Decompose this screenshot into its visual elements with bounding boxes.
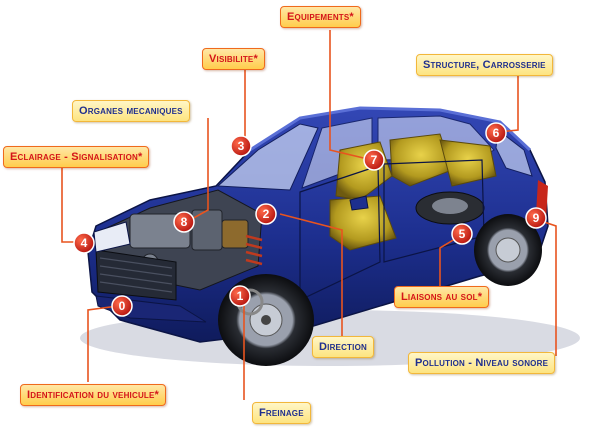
- label-structure-carrosserie: Structure, Carrosserie: [416, 54, 553, 76]
- svg-text:1: 1: [237, 289, 244, 303]
- badge-8: 8: [173, 211, 195, 233]
- label-eclairage-signalisation: Eclairage - Signalisation*: [3, 146, 150, 168]
- badge-0: 0: [111, 295, 133, 317]
- side-mirror: [349, 195, 369, 211]
- rear-window: [495, 129, 533, 177]
- suspension-spring: [245, 234, 263, 266]
- headlight: [93, 221, 131, 253]
- label-direction: Direction: [312, 336, 374, 358]
- badge-9: 9: [525, 207, 547, 229]
- label-liaisons-au-sol: Liaisons au sol*: [394, 286, 490, 308]
- badge-5: 5: [451, 223, 473, 245]
- svg-text:3: 3: [238, 139, 245, 153]
- svg-text:0: 0: [119, 299, 126, 313]
- badge-3: 3: [230, 135, 252, 157]
- label-equipements: Equipements*: [280, 6, 361, 28]
- badge-1: 1: [229, 285, 251, 307]
- rear-wheel: [474, 214, 542, 286]
- svg-text:2: 2: [263, 207, 270, 221]
- label-freinage: Freinage: [252, 402, 311, 424]
- svg-text:9: 9: [533, 211, 540, 225]
- front-grille: [95, 249, 177, 301]
- svg-text:8: 8: [181, 215, 188, 229]
- svg-text:4: 4: [81, 236, 88, 250]
- label-visibilite: Visibilite*: [202, 48, 265, 70]
- label-identification-vehicule: Identification du vehicule*: [20, 384, 167, 406]
- label-pollution-niveau-sonore: Pollution - Niveau sonore: [408, 352, 556, 374]
- svg-text:5: 5: [459, 227, 466, 241]
- svg-text:7: 7: [371, 153, 378, 167]
- grille-slats: [99, 257, 173, 293]
- label-organes-mecaniques: Organes mecaniques: [72, 100, 190, 122]
- windshield: [216, 123, 319, 191]
- badge-7: 7: [363, 149, 385, 171]
- badge-6: 6: [485, 122, 507, 144]
- badge-2: 2: [255, 203, 277, 225]
- svg-text:6: 6: [493, 126, 500, 140]
- badge-4: 4: [73, 232, 95, 254]
